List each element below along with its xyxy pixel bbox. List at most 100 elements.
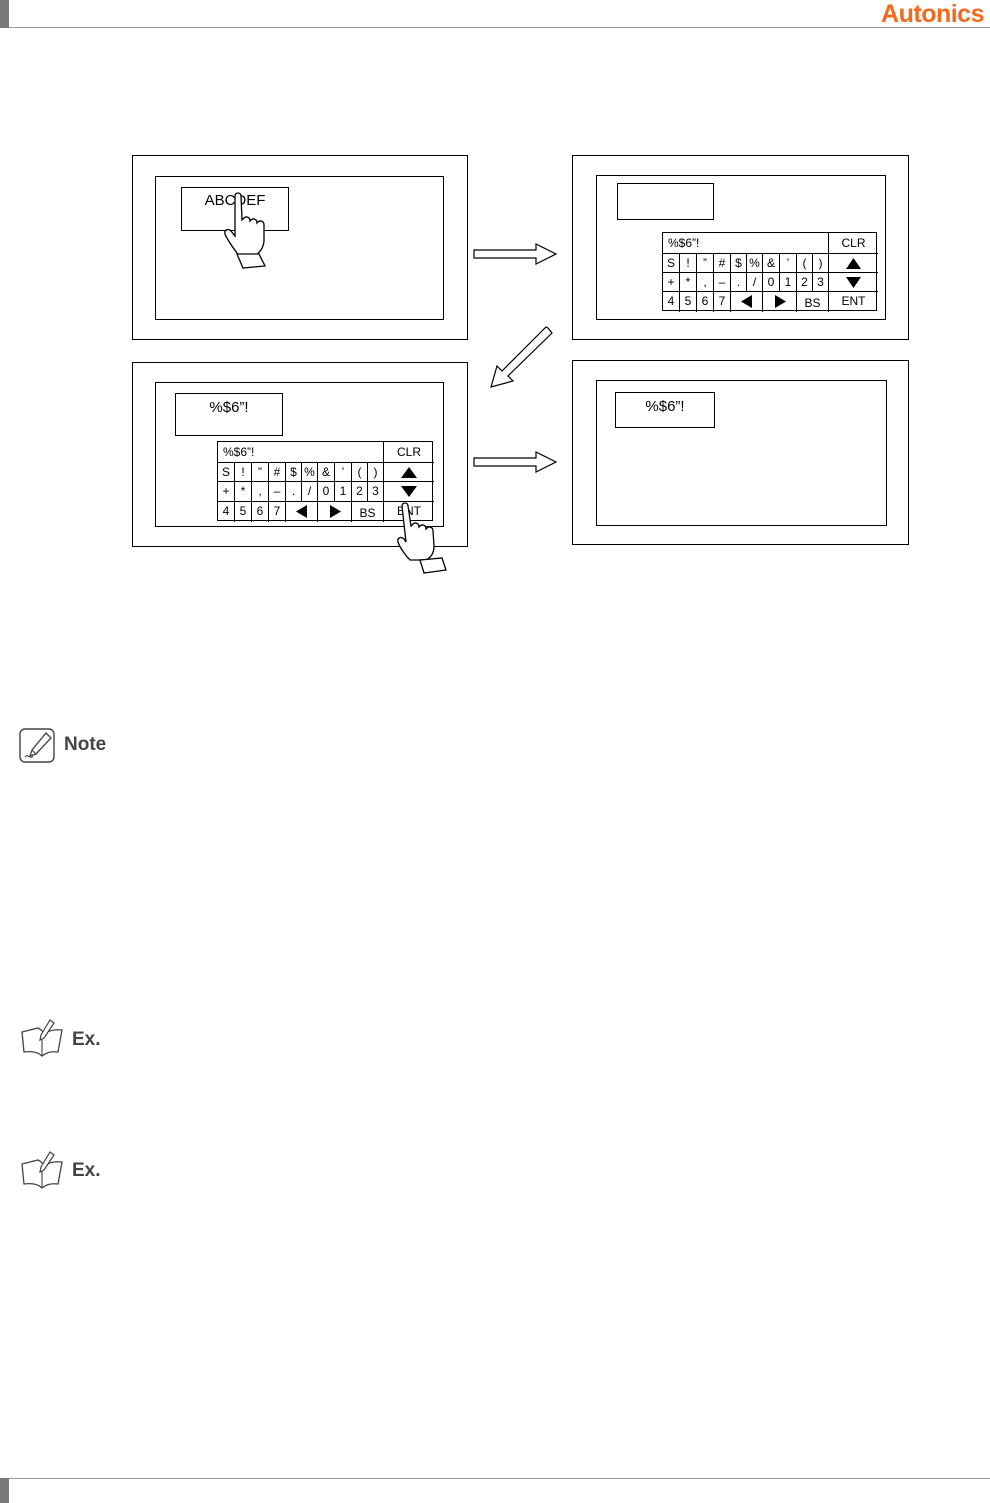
key[interactable]: # xyxy=(714,254,731,273)
footer-marker xyxy=(0,1478,9,1503)
pointing-hand-icon xyxy=(397,502,447,574)
arrow-down-left-icon xyxy=(490,326,553,388)
key-left[interactable] xyxy=(731,292,763,312)
arrow-right-icon xyxy=(473,451,558,473)
panel-2-screen: %$6”! CLR S ! ” # $ % & ’ ( ) + * , – . … xyxy=(596,175,886,320)
key[interactable]: . xyxy=(286,482,302,502)
panel-3-screen: %$6”! %$6”! CLR S ! ” # $ % & ’ ( ) + * … xyxy=(155,382,444,527)
key[interactable]: + xyxy=(218,482,235,502)
panel-3-keyboard: %$6”! CLR S ! ” # $ % & ’ ( ) + * , – . … xyxy=(217,441,434,522)
triangle-down-icon xyxy=(846,277,861,288)
key[interactable]: ( xyxy=(352,463,368,482)
arrow-right-icon xyxy=(473,243,558,265)
key[interactable]: 3 xyxy=(813,273,829,292)
key[interactable]: 0 xyxy=(763,273,780,292)
header-rule xyxy=(9,27,990,28)
example-label: Ex. xyxy=(72,1029,101,1050)
key[interactable]: 7 xyxy=(714,292,731,312)
triangle-up-icon xyxy=(846,258,861,269)
key[interactable]: 6 xyxy=(252,502,269,522)
panel-4-input-field[interactable]: %$6”! xyxy=(615,392,715,428)
key[interactable]: 4 xyxy=(663,292,680,312)
key[interactable]: + xyxy=(663,273,680,292)
key[interactable]: 3 xyxy=(368,482,384,502)
key[interactable]: ) xyxy=(813,254,829,273)
panel-2-keyboard: %$6”! CLR S ! ” # $ % & ’ ( ) + * , – . … xyxy=(662,232,878,312)
key[interactable]: 6 xyxy=(697,292,714,312)
key[interactable]: 4 xyxy=(218,502,235,522)
key[interactable]: S xyxy=(218,463,235,482)
key-left[interactable] xyxy=(286,502,318,522)
key-up[interactable] xyxy=(829,254,878,273)
triangle-right-icon xyxy=(330,505,341,518)
key[interactable]: – xyxy=(269,482,286,502)
triangle-left-icon xyxy=(741,295,752,308)
key[interactable]: ! xyxy=(680,254,697,273)
key[interactable]: 5 xyxy=(235,502,252,522)
key[interactable]: 2 xyxy=(352,482,368,502)
key-right[interactable] xyxy=(318,502,352,522)
pointing-hand-icon xyxy=(224,192,267,269)
key-down[interactable] xyxy=(829,273,878,292)
key[interactable]: ! xyxy=(235,463,252,482)
note-label: Note xyxy=(64,734,107,755)
key[interactable]: $ xyxy=(731,254,747,273)
key[interactable]: / xyxy=(302,482,318,502)
key[interactable]: ( xyxy=(797,254,813,273)
key[interactable]: $ xyxy=(286,463,302,482)
brand-logo: Autonics xyxy=(881,0,984,28)
panel-4-screen: %$6”! xyxy=(596,380,887,526)
key-ent[interactable]: ENT xyxy=(841,294,866,308)
key[interactable]: – xyxy=(714,273,731,292)
panel-2-input-field[interactable] xyxy=(617,183,714,220)
key-clr[interactable]: CLR xyxy=(829,233,878,254)
key-bs[interactable]: BS xyxy=(797,292,829,312)
key-down[interactable] xyxy=(384,482,434,502)
triangle-left-icon xyxy=(296,505,307,518)
header-marker xyxy=(0,0,9,28)
key[interactable]: # xyxy=(269,463,286,482)
panel-2-frame: %$6”! CLR S ! ” # $ % & ’ ( ) + * , – . … xyxy=(572,155,909,340)
key[interactable]: ) xyxy=(368,463,384,482)
key[interactable]: / xyxy=(747,273,763,292)
key[interactable]: , xyxy=(697,273,714,292)
panel-1-screen: ABCDEF xyxy=(155,176,444,320)
keyboard-display: %$6”! xyxy=(218,442,384,463)
key[interactable]: % xyxy=(747,254,763,273)
triangle-down-icon xyxy=(401,486,417,497)
key-right[interactable] xyxy=(763,292,797,312)
key[interactable]: ’ xyxy=(780,254,797,273)
page-header xyxy=(0,0,990,28)
note-pencil-icon xyxy=(19,728,55,763)
example-label: Ex. xyxy=(72,1160,101,1181)
key[interactable]: % xyxy=(302,463,318,482)
key[interactable]: ” xyxy=(252,463,269,482)
key[interactable]: * xyxy=(235,482,252,502)
key[interactable]: , xyxy=(252,482,269,502)
panel-1-frame: ABCDEF xyxy=(132,155,468,340)
keyboard-display: %$6”! xyxy=(663,233,829,254)
key[interactable]: 1 xyxy=(780,273,797,292)
panel-3-input-field[interactable]: %$6”! xyxy=(175,393,283,436)
book-pencil-icon xyxy=(21,1151,63,1189)
key-up[interactable] xyxy=(384,463,434,482)
footer-rule xyxy=(9,1478,990,1479)
panel-3-frame: %$6”! %$6”! CLR S ! ” # $ % & ’ ( ) + * … xyxy=(132,362,468,547)
key[interactable]: 2 xyxy=(797,273,813,292)
key[interactable]: . xyxy=(731,273,747,292)
key[interactable]: * xyxy=(680,273,697,292)
key[interactable]: & xyxy=(318,463,335,482)
key[interactable]: & xyxy=(763,254,780,273)
panel-4-frame: %$6”! xyxy=(572,360,909,545)
key-bs[interactable]: BS xyxy=(352,502,384,522)
key[interactable]: ” xyxy=(697,254,714,273)
key[interactable]: 0 xyxy=(318,482,335,502)
key[interactable]: 5 xyxy=(680,292,697,312)
key-clr[interactable]: CLR xyxy=(384,442,434,463)
key[interactable]: S xyxy=(663,254,680,273)
key[interactable]: 1 xyxy=(335,482,352,502)
book-pencil-icon xyxy=(21,1019,63,1057)
triangle-up-icon xyxy=(401,467,417,478)
key[interactable]: 7 xyxy=(269,502,286,522)
key[interactable]: ’ xyxy=(335,463,352,482)
